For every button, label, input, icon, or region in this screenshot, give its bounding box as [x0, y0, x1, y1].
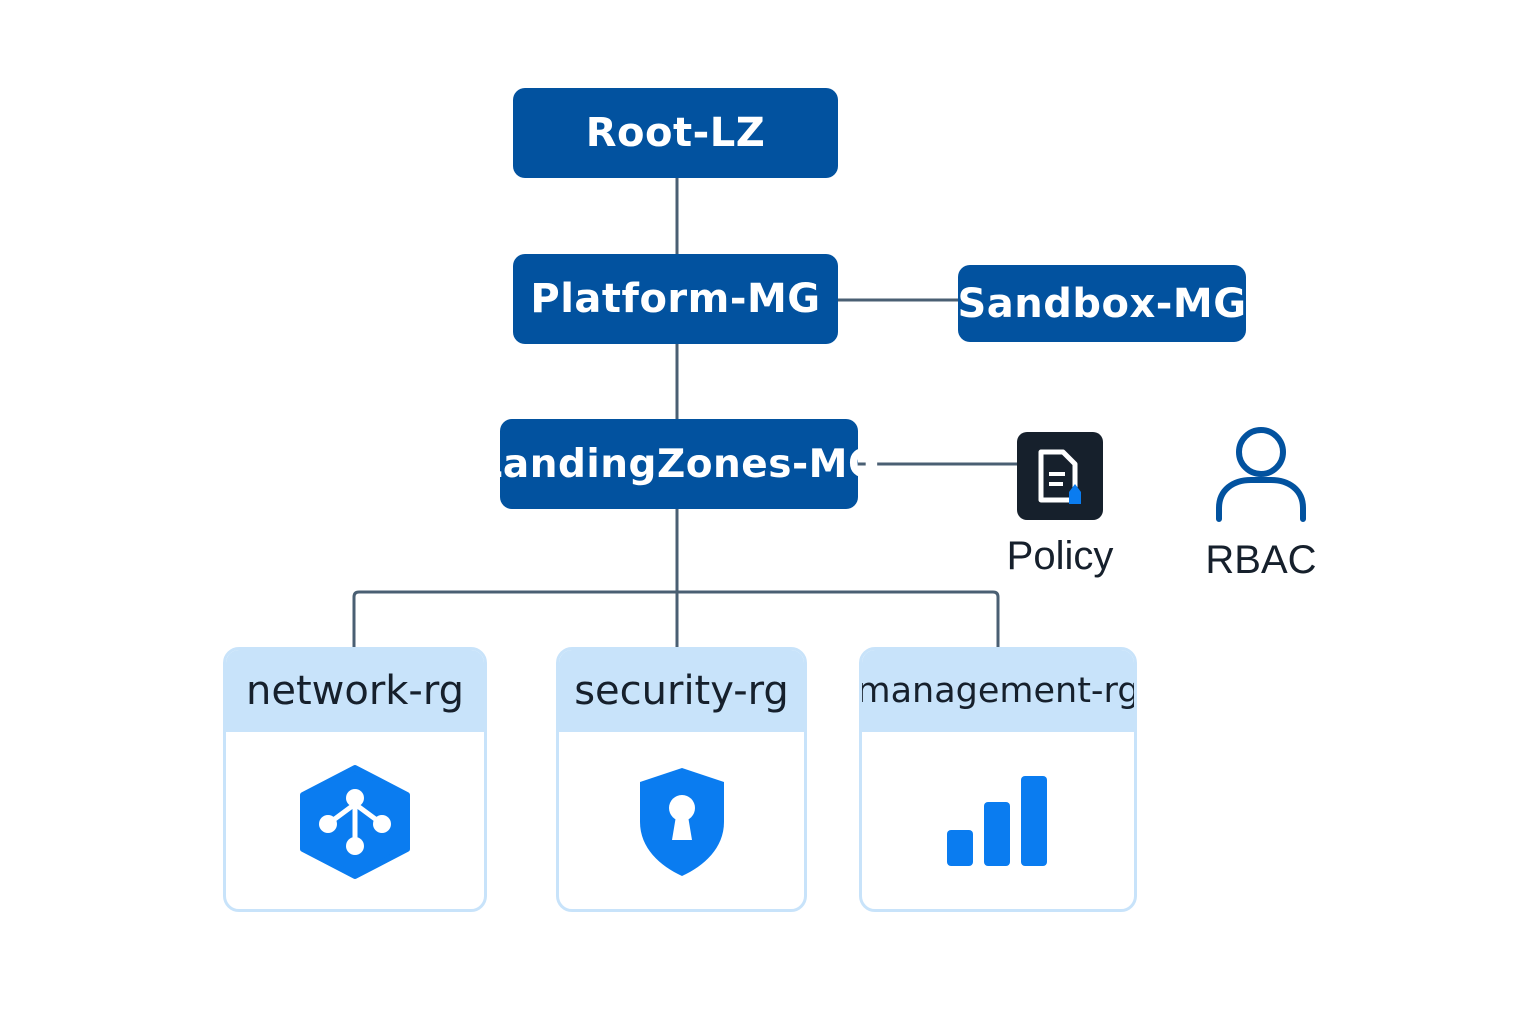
shield-lock-icon	[639, 768, 724, 876]
network-hub-icon	[300, 765, 410, 879]
sandbox-mg-label: Sandbox-MG	[957, 280, 1247, 327]
user-icon	[1216, 427, 1306, 522]
policy-legend[interactable]: Policy	[1000, 432, 1120, 579]
network-rg-card[interactable]: network-rg	[223, 647, 487, 912]
landingzones-mg-node[interactable]: LandingZones-MG	[478, 419, 880, 509]
rbac-legend[interactable]: RBAC	[1196, 426, 1326, 583]
management-rg-card[interactable]: management-rg	[859, 647, 1137, 912]
platform-mg-label: Platform-MG	[530, 276, 821, 322]
security-rg-label: security-rg	[574, 668, 789, 714]
root-lz-label: Root-LZ	[585, 110, 766, 156]
network-rg-label: network-rg	[245, 668, 464, 714]
rbac-label: RBAC	[1205, 538, 1317, 582]
network-rg-header: network-rg	[226, 650, 484, 732]
management-rg-header: management-rg	[862, 650, 1134, 732]
security-rg-card[interactable]: security-rg	[556, 647, 807, 912]
security-rg-header: security-rg	[559, 650, 804, 732]
landingzones-mg-label: LandingZones-MG	[477, 441, 881, 487]
bar-chart-icon	[947, 776, 1047, 866]
policy-document-icon	[1017, 432, 1103, 520]
sandbox-mg-node[interactable]: Sandbox-MG	[957, 265, 1247, 342]
platform-mg-node[interactable]: Platform-MG	[513, 254, 838, 344]
root-lz-node[interactable]: Root-LZ	[513, 88, 838, 178]
management-rg-label: management-rg	[859, 671, 1137, 711]
policy-label: Policy	[1006, 534, 1114, 578]
connector-bus	[352, 590, 1000, 647]
